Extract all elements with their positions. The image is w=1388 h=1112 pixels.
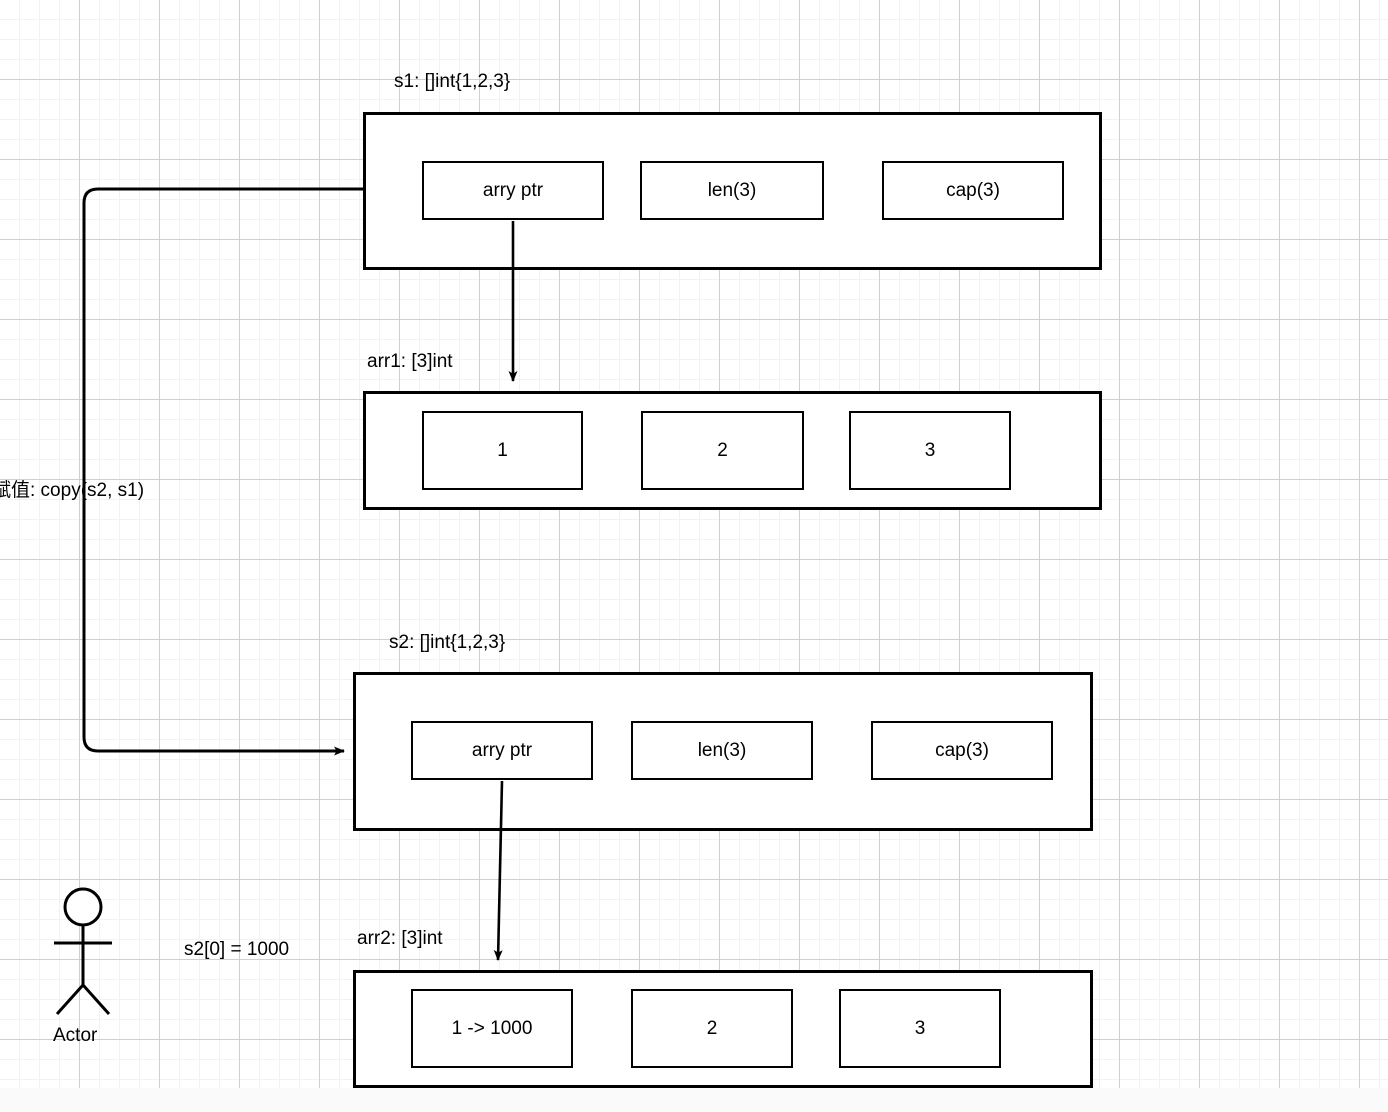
label-arr1: arr1: [3]int (367, 351, 453, 372)
label-copy-edge: 赋值: copy(s2, s1) (0, 480, 145, 501)
cell-arr1-index-0[interactable]: 1 (422, 411, 583, 490)
actor-figure[interactable] (54, 887, 112, 1016)
arrow-s2ptr-to-arr2[interactable] (493, 780, 504, 961)
label-s1: s1: []int{1,2,3} (394, 71, 511, 92)
cell-s1-len[interactable]: len(3) (640, 161, 824, 220)
actor-head-icon (63, 887, 103, 927)
label-arr2: arr2: [3]int (357, 928, 443, 949)
cell-s1-cap[interactable]: cap(3) (882, 161, 1064, 220)
cell-s2-arry-ptr[interactable]: arry ptr (411, 721, 593, 780)
actor-right-leg-line (81, 983, 111, 1016)
cell-arr2-index-1[interactable]: 2 (631, 989, 793, 1068)
cell-s2-len[interactable]: len(3) (631, 721, 813, 780)
label-assignment: s2[0] = 1000 (184, 939, 290, 960)
actor-left-leg-line (55, 983, 85, 1016)
cell-s1-arry-ptr[interactable]: arry ptr (422, 161, 604, 220)
footer-strip (0, 1088, 1388, 1112)
arrow-copy-s1-to-s2[interactable] (82, 187, 363, 756)
label-s2: s2: []int{1,2,3} (389, 632, 506, 653)
cell-arr2-index-2[interactable]: 3 (839, 989, 1001, 1068)
cell-arr2-index-0[interactable]: 1 -> 1000 (411, 989, 573, 1068)
cell-s2-cap[interactable]: cap(3) (871, 721, 1053, 780)
label-actor: Actor (53, 1025, 98, 1046)
cell-arr1-index-1[interactable]: 2 (641, 411, 804, 490)
cell-arr1-index-2[interactable]: 3 (849, 411, 1011, 490)
